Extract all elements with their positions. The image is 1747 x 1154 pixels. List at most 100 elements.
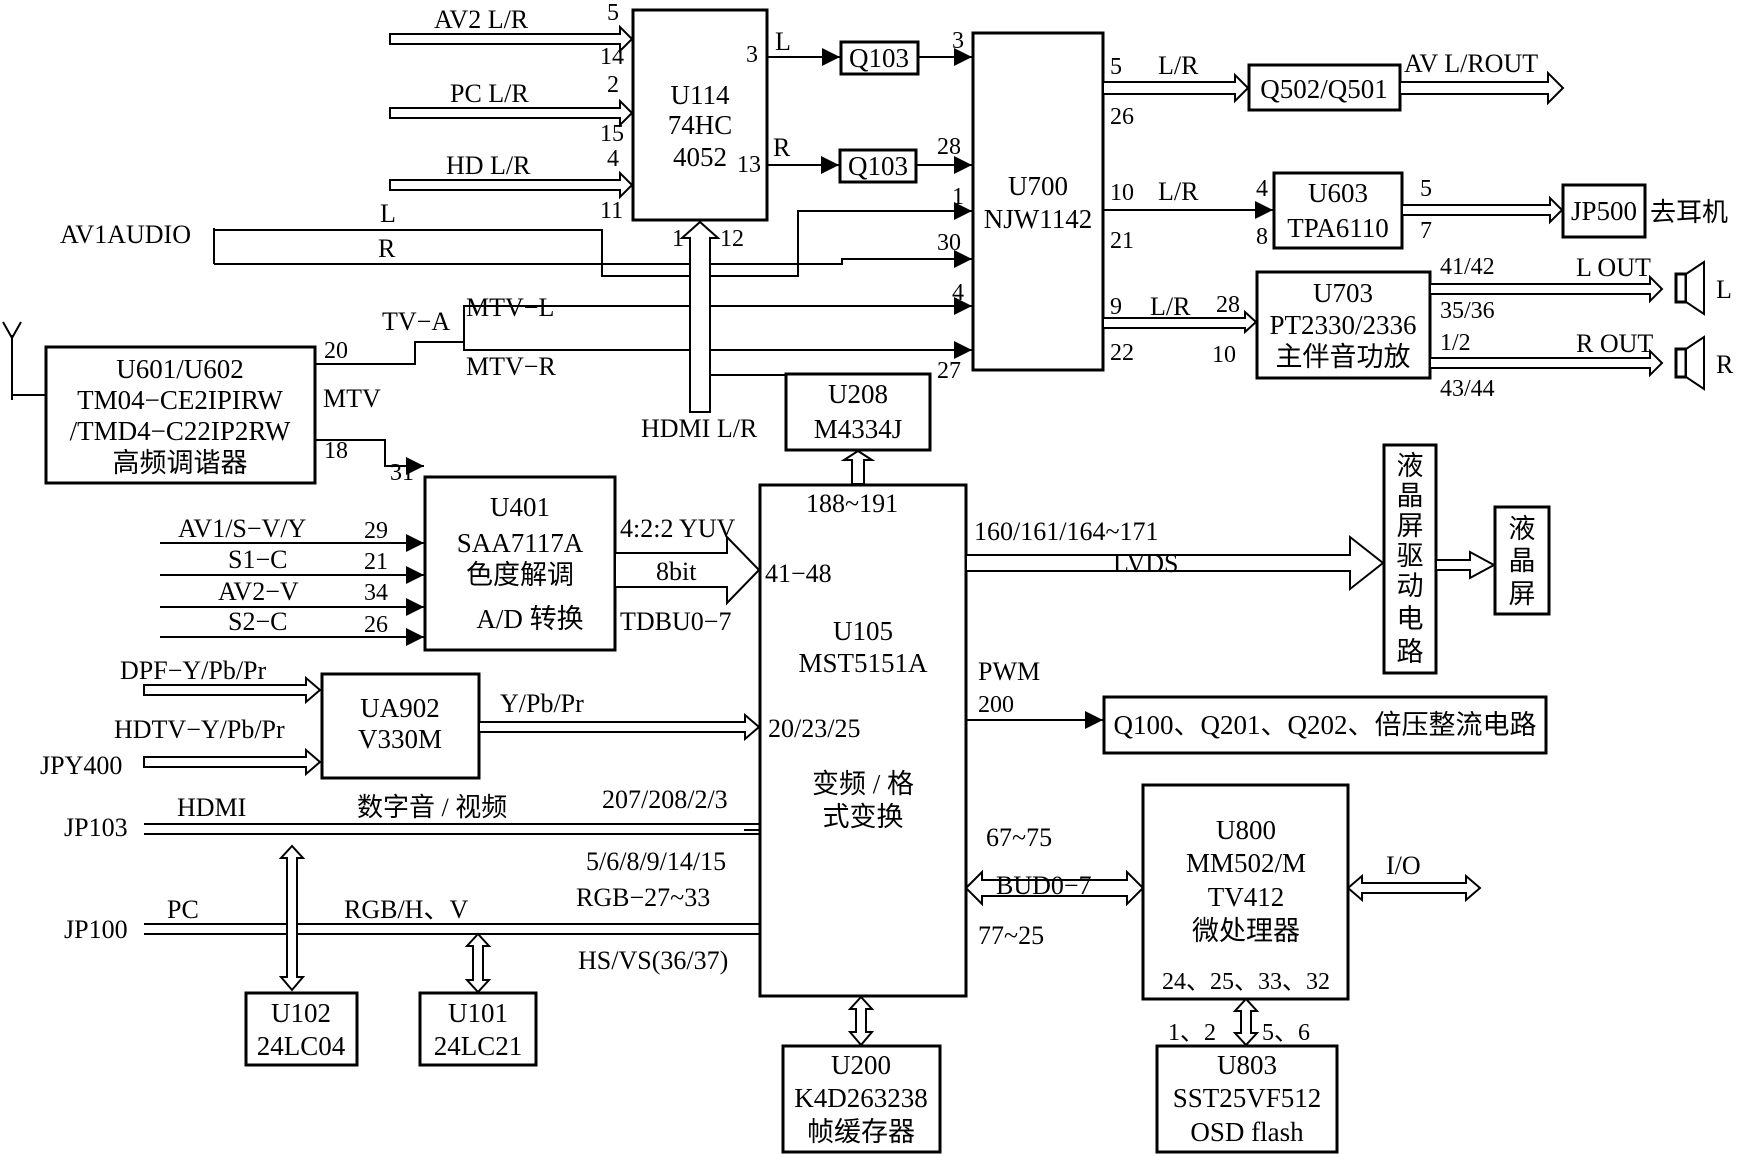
- svg-text:变频 / 格: 变频 / 格: [812, 769, 914, 799]
- svg-text:去耳机: 去耳机: [1650, 198, 1728, 227]
- svg-text:R OUT: R OUT: [1576, 329, 1653, 358]
- svg-text:5: 5: [1110, 54, 1122, 80]
- svg-text:15: 15: [600, 121, 624, 147]
- svg-text:L OUT: L OUT: [1576, 253, 1651, 282]
- svg-text:11: 11: [600, 198, 623, 224]
- svg-text:V330M: V330M: [358, 724, 442, 754]
- svg-text:Q103: Q103: [848, 151, 908, 181]
- svg-text:TDBU0−7: TDBU0−7: [620, 607, 731, 636]
- svg-text:31: 31: [390, 460, 414, 486]
- svg-text:7: 7: [1420, 218, 1432, 244]
- svg-text:JP500: JP500: [1571, 196, 1637, 226]
- svg-text:M4334J: M4334J: [814, 414, 903, 444]
- svg-text:U601/U602: U601/U602: [116, 354, 244, 384]
- svg-text:NJW1142: NJW1142: [984, 204, 1093, 234]
- svg-text:U114: U114: [671, 80, 730, 110]
- svg-text:K4D263238: K4D263238: [794, 1083, 928, 1113]
- svg-text:24LC04: 24LC04: [257, 1031, 346, 1061]
- svg-text:MM502/M: MM502/M: [1186, 848, 1306, 878]
- audio-input-wiring: [2, 24, 972, 475]
- tuner-block: U601/U602 TM04−CE2IPIRW /TMD4−C22IP2RW 高…: [44, 345, 317, 485]
- svg-text:4: 4: [607, 146, 619, 172]
- u114-block: U114 74HC 4052: [631, 8, 769, 222]
- svg-text:28: 28: [1216, 292, 1240, 318]
- svg-text:PT2330/2336: PT2330/2336: [1269, 310, 1416, 340]
- svg-text:20/23/25: 20/23/25: [768, 714, 860, 743]
- svg-text:1: 1: [672, 226, 684, 252]
- svg-text:AV1/S−V/Y: AV1/S−V/Y: [178, 514, 307, 543]
- svg-text:1/2: 1/2: [1440, 330, 1471, 356]
- svg-text:L: L: [1716, 275, 1732, 304]
- svg-text:LVDS: LVDS: [1113, 549, 1179, 578]
- svg-text:OSD flash: OSD flash: [1190, 1117, 1304, 1147]
- svg-text:主伴音功放: 主伴音功放: [1276, 342, 1411, 372]
- video-wiring: [143, 449, 1497, 1047]
- svg-text:26: 26: [364, 612, 388, 638]
- u603-block: U603 TPA6110: [1272, 171, 1404, 250]
- svg-text:1、2: 1、2: [1168, 1020, 1216, 1046]
- q103-top-block: Q103: [839, 40, 920, 76]
- svg-text:电: 电: [1397, 604, 1424, 634]
- u105-block: U105 MST5151A 变频 / 格 式变换: [758, 483, 968, 998]
- lcd-panel-block: 液 晶 屏: [1493, 505, 1551, 616]
- svg-text:JPY400: JPY400: [40, 751, 122, 780]
- svg-text:24、25、33、32: 24、25、33、32: [1162, 969, 1330, 995]
- svg-text:U703: U703: [1313, 278, 1373, 308]
- svg-text:L/R: L/R: [1150, 292, 1191, 321]
- svg-text:MTV: MTV: [323, 384, 381, 413]
- svg-text:高频调谐器: 高频调谐器: [113, 448, 248, 478]
- svg-text:液: 液: [1509, 514, 1536, 544]
- svg-text:PWM: PWM: [978, 657, 1040, 686]
- svg-text:RGB/H、V: RGB/H、V: [344, 895, 468, 924]
- svg-text:R: R: [378, 234, 396, 263]
- svg-text:R: R: [773, 133, 791, 162]
- svg-text:HDMI: HDMI: [177, 793, 246, 822]
- svg-text:41/42: 41/42: [1440, 254, 1495, 280]
- svg-text:13: 13: [737, 152, 761, 178]
- svg-text:Q100、Q201、Q202、倍压整流电路: Q100、Q201、Q202、倍压整流电路: [1114, 710, 1537, 740]
- svg-text:TM04−CE2IPIRW: TM04−CE2IPIRW: [77, 385, 283, 415]
- svg-text:HD L/R: HD L/R: [446, 151, 531, 180]
- svg-text:21: 21: [364, 549, 388, 575]
- svg-text:77~25: 77~25: [978, 921, 1044, 950]
- pin-numbers: 5 14 2 15 4 11 3 13 1 12 3 28 1 30 4 27 …: [324, 0, 1495, 718]
- svg-text:动: 动: [1397, 571, 1424, 601]
- svg-text:UA902: UA902: [360, 693, 440, 723]
- svg-text:SST25VF512: SST25VF512: [1173, 1083, 1322, 1113]
- svg-text:DPF−Y/Pb/Pr: DPF−Y/Pb/Pr: [120, 656, 267, 685]
- svg-text:22: 22: [1110, 340, 1134, 366]
- svg-text:式变换: 式变换: [823, 802, 904, 832]
- svg-text:5: 5: [1420, 176, 1432, 202]
- svg-text:8: 8: [1256, 224, 1268, 250]
- svg-text:207/208/2/3: 207/208/2/3: [602, 785, 728, 814]
- svg-text:TV412: TV412: [1208, 882, 1285, 912]
- svg-text:U102: U102: [271, 998, 331, 1028]
- svg-text:12: 12: [720, 226, 744, 252]
- svg-text:JP103: JP103: [64, 813, 128, 842]
- svg-text:3: 3: [746, 42, 758, 68]
- svg-text:5: 5: [607, 0, 619, 26]
- svg-text:微处理器: 微处理器: [1192, 916, 1300, 946]
- audio-output-wiring: [1102, 70, 1705, 391]
- svg-text:14: 14: [600, 44, 624, 70]
- svg-text:Q103: Q103: [849, 43, 909, 73]
- svg-text:2: 2: [607, 72, 619, 98]
- svg-text:TV−A: TV−A: [382, 307, 450, 336]
- u101-block: U101 24LC21: [418, 991, 538, 1067]
- svg-text:160/161/164~171: 160/161/164~171: [974, 517, 1159, 546]
- svg-text:L/R: L/R: [1158, 177, 1199, 206]
- svg-text:MTV−R: MTV−R: [466, 352, 556, 381]
- svg-text:Y/Pb/Pr: Y/Pb/Pr: [500, 689, 584, 718]
- svg-text:PC L/R: PC L/R: [450, 79, 529, 108]
- svg-text:3: 3: [952, 28, 964, 54]
- svg-text:L: L: [775, 27, 791, 56]
- svg-text:U700: U700: [1008, 171, 1068, 201]
- u401-block: U401 SAA7117A 色度解调 A/D 转换: [423, 475, 617, 652]
- svg-text:67~75: 67~75: [986, 823, 1052, 852]
- lcd-driver-block: 液 晶 屏 驱 动 电 路: [1382, 443, 1438, 675]
- svg-text:U603: U603: [1308, 178, 1368, 208]
- svg-text:BUD0−7: BUD0−7: [996, 871, 1092, 900]
- svg-text:41−48: 41−48: [765, 559, 832, 588]
- u208-block: U208 M4334J: [784, 372, 932, 452]
